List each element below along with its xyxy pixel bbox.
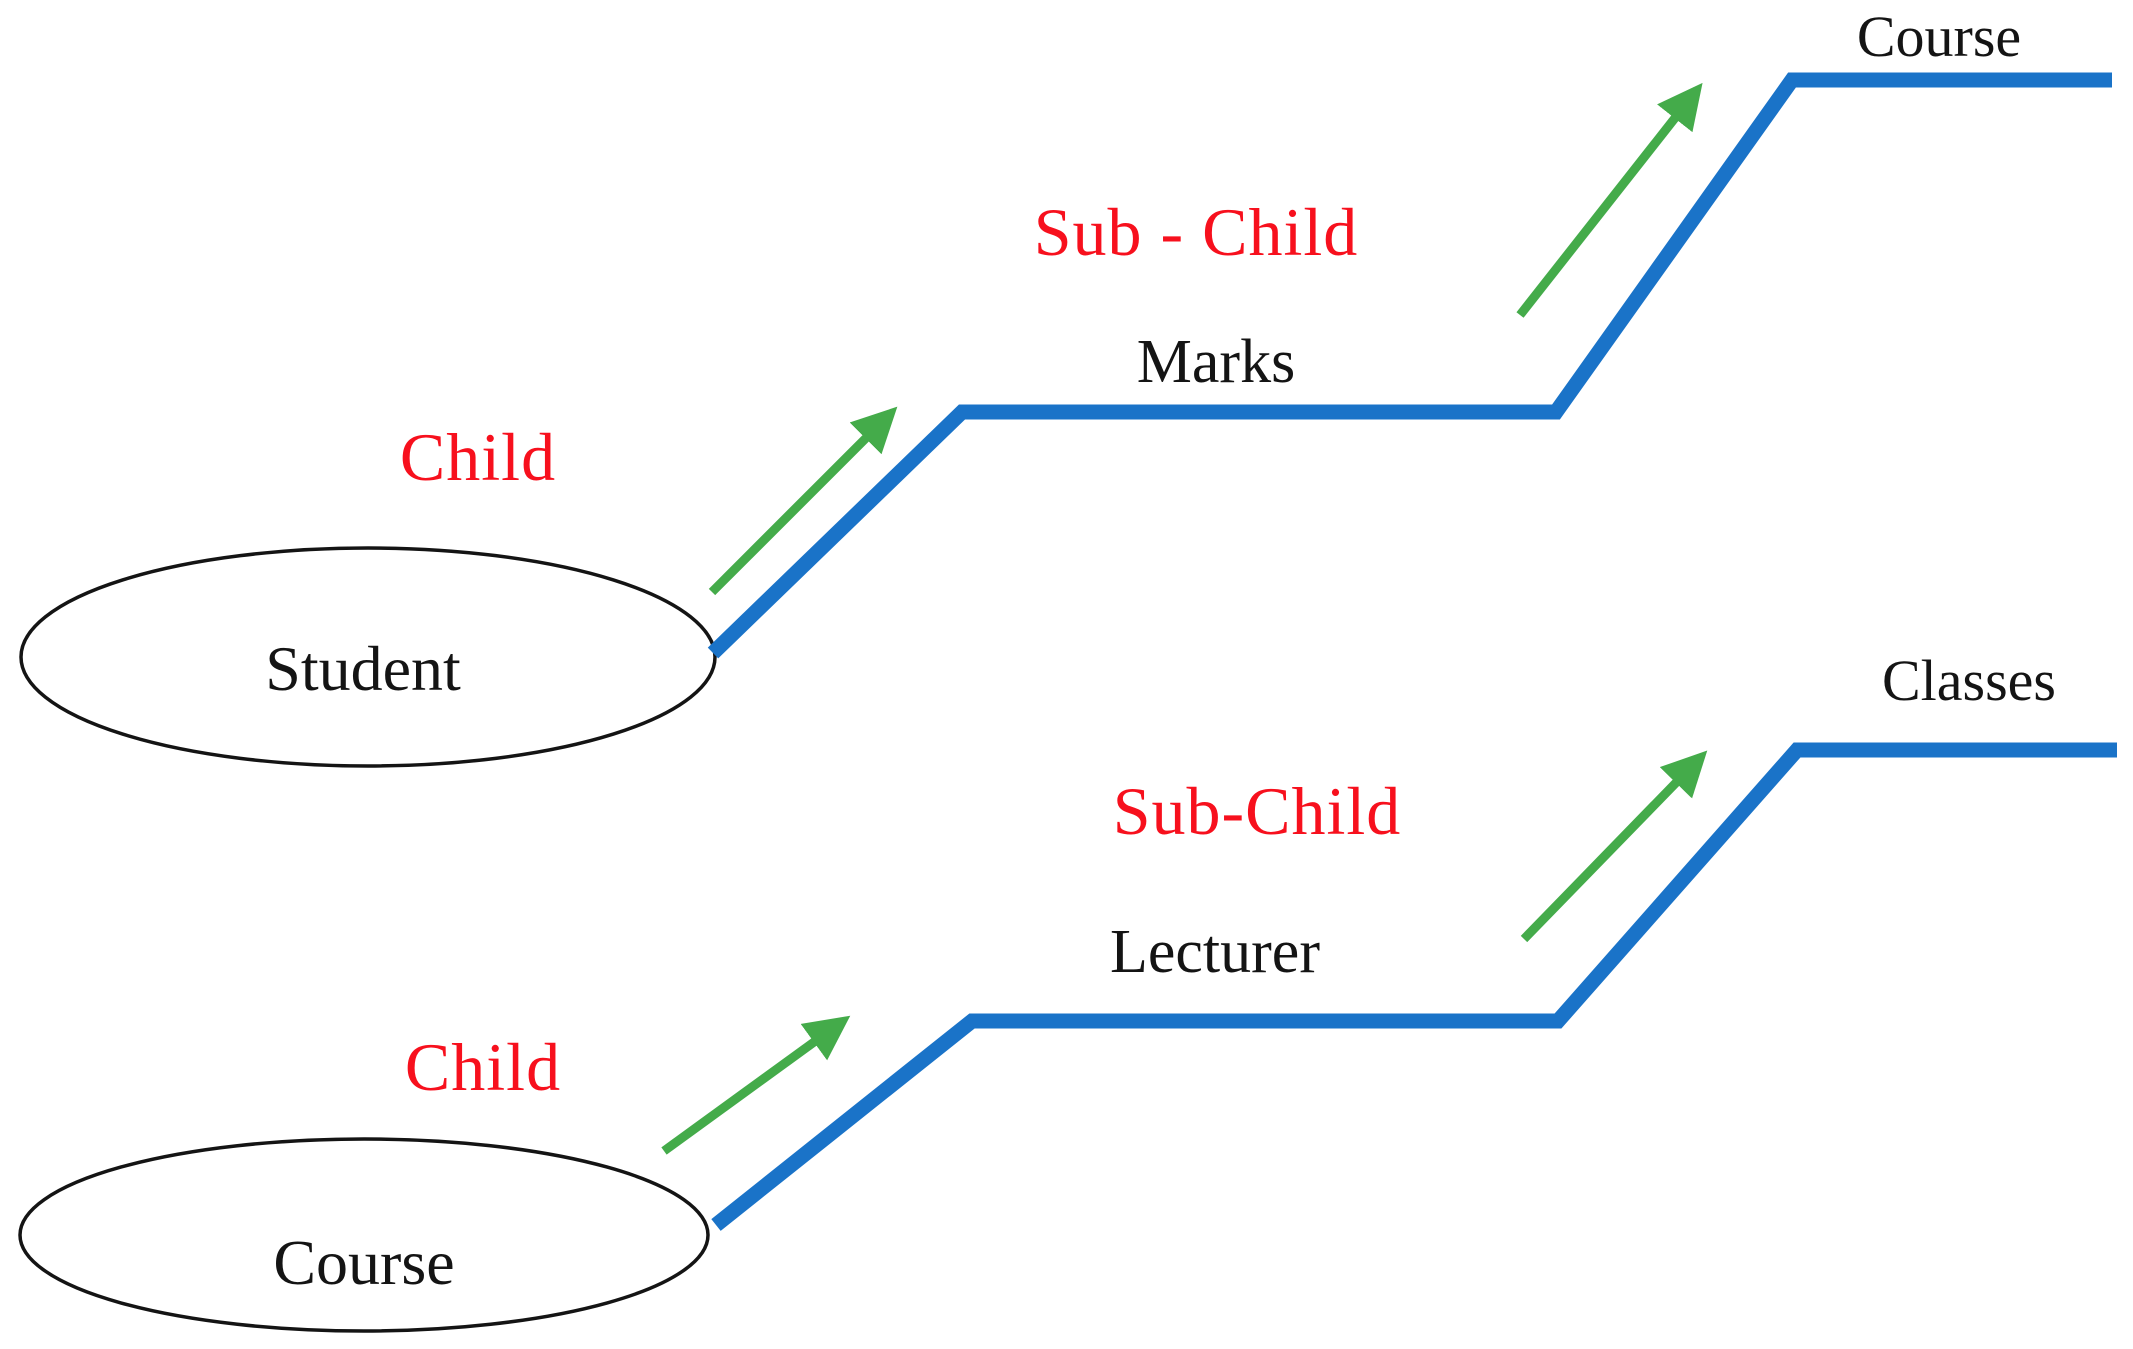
edge-label-child-top: Child: [399, 419, 557, 495]
node-label-course-bottom: Course: [273, 1227, 455, 1298]
node-label-course-top: Course: [1856, 4, 2022, 69]
sub-child-arrow-marks-to-course: [1516, 82, 1703, 318]
node-label-student: Student: [265, 633, 461, 704]
child-arrow-course-to-lecturer: [661, 1015, 851, 1155]
child-arrow-student-to-marks: [708, 406, 898, 596]
student-ellipse: [19, 546, 717, 768]
node-label-classes: Classes: [1882, 648, 2056, 713]
edge-label-sub-child-top: Sub - Child: [1033, 194, 1359, 270]
edge-label-sub-child-bottom: Sub-Child: [1112, 773, 1402, 849]
step-line-course-lecturer-classes: [711, 742, 2117, 1231]
node-label-lecturer: Lecturer: [1110, 918, 1320, 986]
edge-label-child-bottom: Child: [404, 1029, 562, 1105]
step-line-student-marks-course: [707, 72, 2112, 659]
sub-child-arrow-lecturer-to-classes: [1520, 750, 1708, 943]
node-label-marks: Marks: [1136, 328, 1296, 396]
course-ellipse: [18, 1137, 710, 1333]
